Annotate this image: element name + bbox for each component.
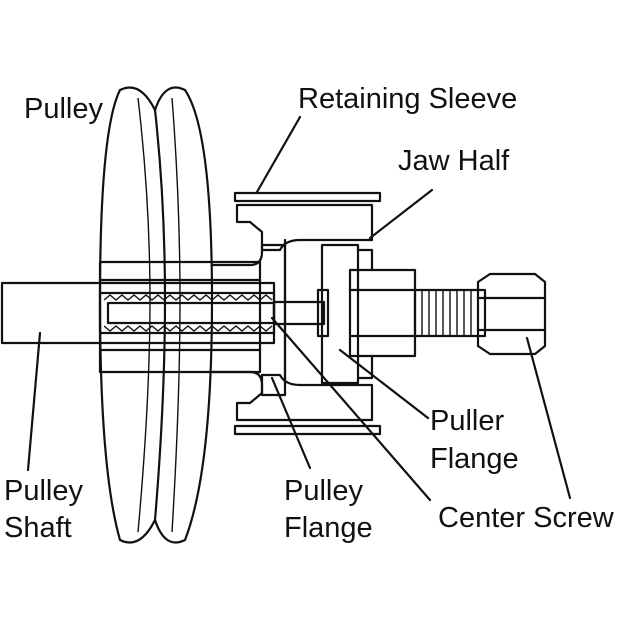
label-center-screw: Center Screw — [438, 502, 615, 534]
label-pulley: Pulley — [24, 93, 103, 125]
label-pulley-shaft-line2: Shaft — [4, 512, 72, 544]
pulley-wheel — [98, 86, 262, 544]
center-screw — [272, 272, 547, 356]
pulley-shaft — [0, 281, 276, 345]
retaining-sleeve — [233, 191, 382, 436]
jaw-half — [235, 203, 374, 422]
leader-lines — [26, 115, 572, 502]
puller-flange — [320, 243, 417, 385]
label-puller-flange-line2: Flange — [430, 443, 519, 475]
label-pulley-flange-line1: Pulley — [284, 475, 363, 507]
label-pulley-shaft-line1: Pulley — [4, 475, 83, 507]
label-retaining-sleeve: Retaining Sleeve — [298, 83, 517, 115]
label-puller-flange-line1: Puller — [430, 405, 504, 437]
label-pulley-flange-line2: Flange — [284, 512, 373, 544]
label-jaw-half: Jaw Half — [398, 145, 510, 177]
